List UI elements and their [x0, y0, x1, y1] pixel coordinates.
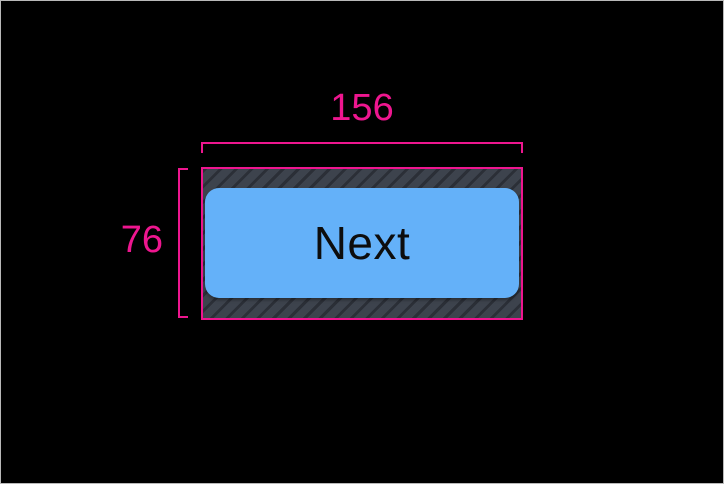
height-measurement-bracket — [178, 168, 188, 318]
width-dimension-label: 156 — [330, 87, 394, 129]
width-measurement-bracket — [201, 142, 523, 153]
height-dimension-label: 76 — [120, 219, 163, 261]
next-button[interactable]: Next — [205, 188, 519, 298]
selected-widget-outline: Next — [201, 167, 523, 320]
